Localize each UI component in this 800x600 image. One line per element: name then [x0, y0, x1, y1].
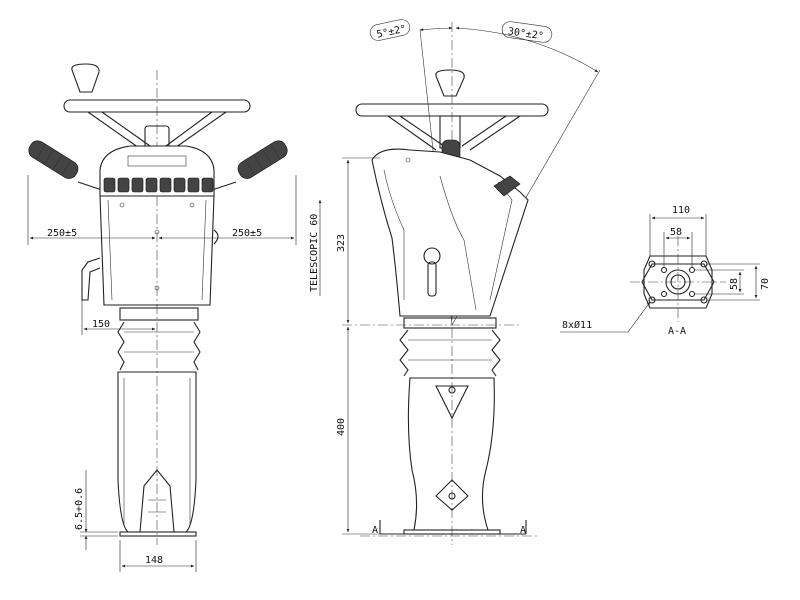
dim-offset: 150 [92, 319, 110, 330]
right-lever-grip [237, 140, 288, 179]
dim-lower-height: 400 [336, 418, 347, 436]
telescopic-label: TELESCOPIC 60 [309, 214, 320, 292]
dim-width-left: 250±5 [47, 228, 77, 239]
switch-row [103, 177, 214, 193]
section-title: A-A [668, 326, 686, 337]
dim-base-height: 6.5+0.6 [74, 488, 85, 530]
section-marker-left: A [372, 525, 378, 536]
angle-back: 30°±2° [507, 26, 544, 42]
dim-inner-width: 58 [670, 227, 682, 238]
dim-base-width: 148 [145, 555, 163, 566]
side-lower-column [407, 377, 495, 531]
section-view: 110 58 58 70 8xØ11 A-A [560, 205, 771, 337]
dim-width-right: 250±5 [232, 228, 262, 239]
side-view: 5°±2° 30°±2° [309, 19, 601, 545]
side-bellows [399, 329, 501, 377]
steering-wheel [63, 99, 251, 113]
dim-upper-height: 323 [336, 234, 347, 252]
side-head [371, 148, 529, 317]
mounting-plate [641, 263, 715, 301]
front-view: 250±5 250±5 150 148 6.5+0.6 [27, 63, 297, 572]
angle-forward: 5°±2° [376, 24, 408, 41]
side-knob [435, 69, 465, 97]
dim-inner-height: 58 [729, 278, 740, 290]
hole-callout: 8xØ11 [562, 319, 592, 331]
section-marker-right: A [520, 525, 526, 536]
adjust-handle [81, 257, 101, 301]
dim-outer-height: 70 [760, 278, 771, 290]
left-lever-grip [28, 140, 79, 179]
dim-outer-width: 110 [672, 205, 690, 216]
steering-knob [71, 63, 100, 93]
